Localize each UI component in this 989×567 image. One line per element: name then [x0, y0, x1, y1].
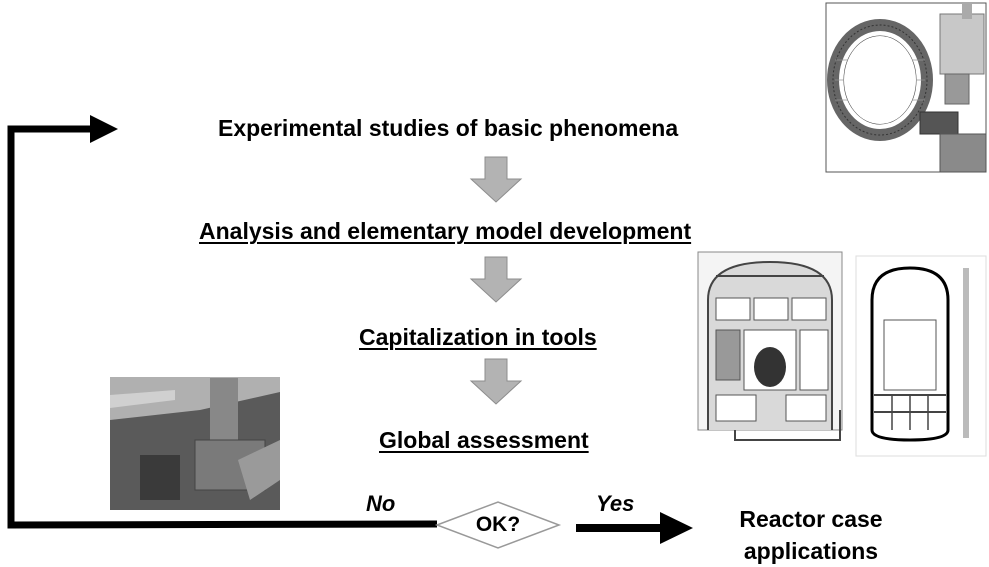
feedback-arrowhead — [90, 115, 118, 143]
outcome-line-1: Reactor case — [739, 506, 883, 532]
feedback-loop-line — [7, 125, 438, 529]
containment-schematic — [697, 251, 843, 441]
yes-label: Yes — [596, 491, 635, 516]
down-arrow-1 — [469, 156, 523, 203]
step-analysis-model-development: Analysis and elementary model developmen… — [199, 218, 692, 244]
step-capitalization-in-tools: Capitalization in tools — [359, 324, 597, 350]
outcome-line-2: applications — [743, 538, 879, 564]
yes-arrowhead — [660, 512, 693, 544]
outcome-reactor-case-applications: Reactor case applications — [696, 503, 926, 567]
down-arrow-3 — [469, 358, 523, 405]
down-arrow-2 — [469, 256, 523, 303]
step-global-assessment: Global assessment — [379, 427, 589, 453]
decision-diamond — [434, 501, 562, 549]
step-experimental-studies: Experimental studies of basic phenomena — [218, 115, 679, 141]
no-label: No — [366, 491, 396, 516]
vessel-model-chart — [855, 255, 987, 457]
mesh-model-illustration — [825, 2, 987, 173]
decision-label: OK? — [475, 513, 521, 536]
experimental-facility-photo — [110, 377, 280, 510]
